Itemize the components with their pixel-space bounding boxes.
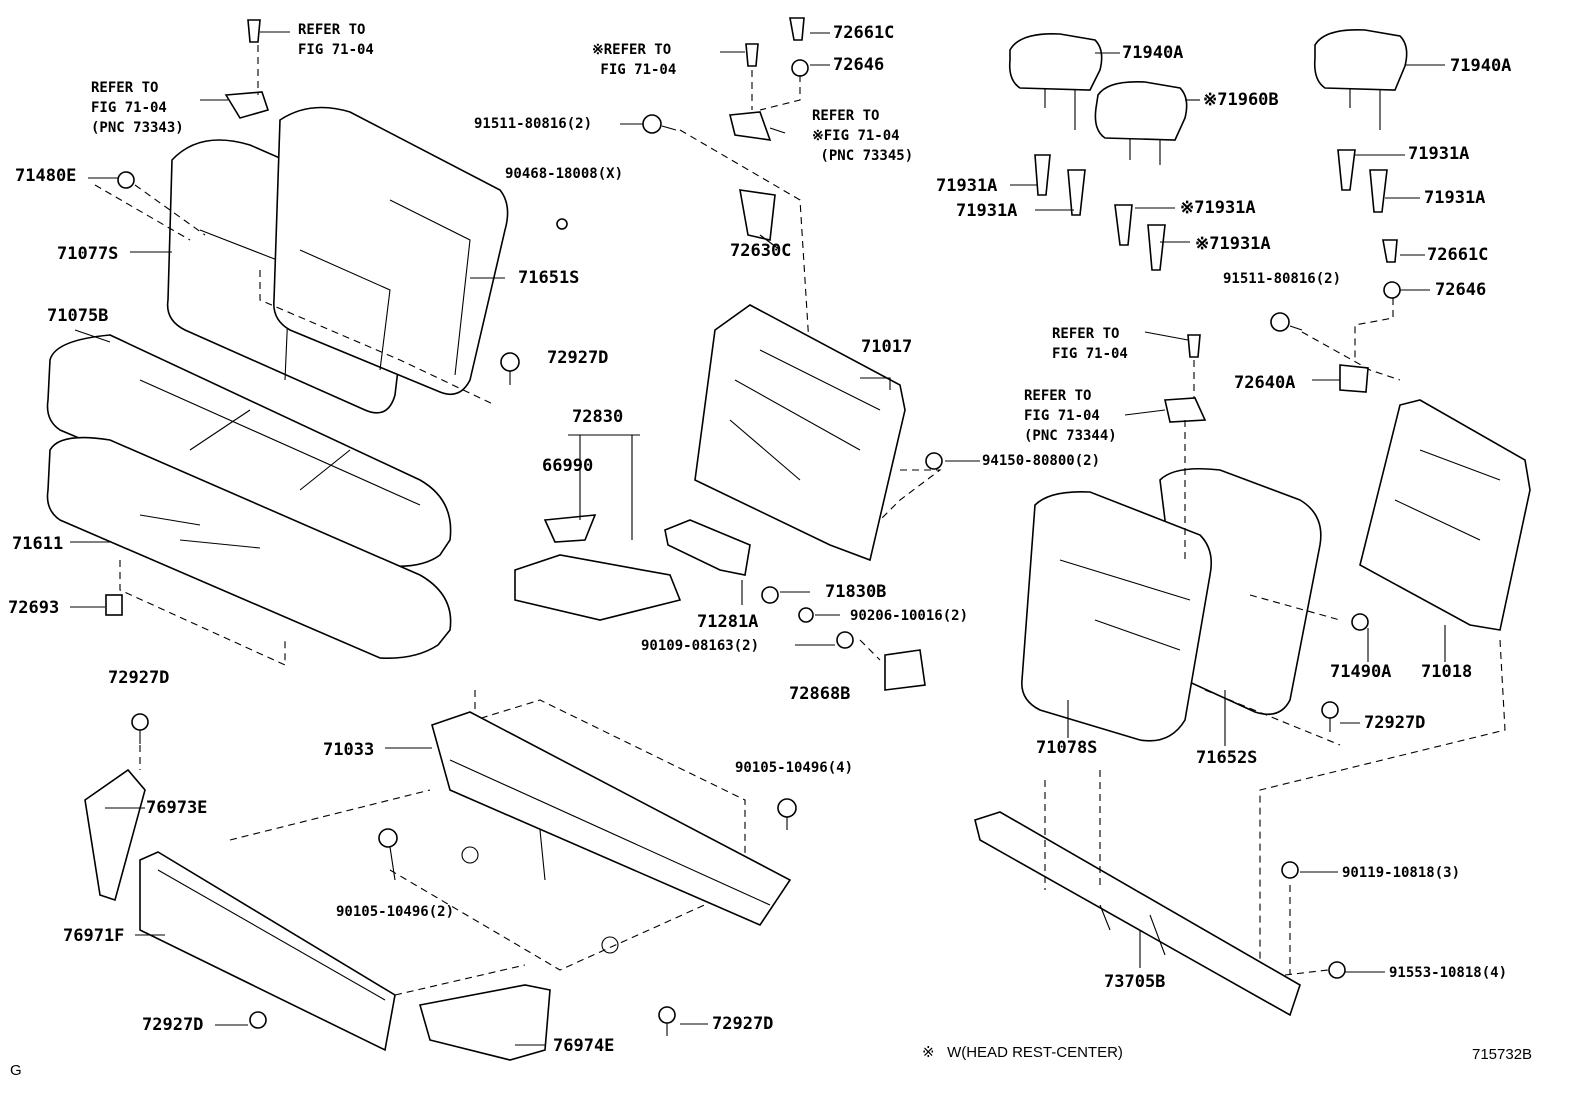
refer-note: REFER TO FIG 71-04 [1052,326,1128,362]
part-label: 71830B [825,582,887,602]
part-label: 76974E [553,1036,615,1056]
bracket-71281a [664,519,751,576]
part-label: ※71931A [1195,234,1271,254]
part-label: 76973E [146,798,208,818]
legend-note: ※ W(HEAD REST-CENTER) [922,1044,1123,1061]
part-label: 71931A [956,201,1018,221]
part-label: 71490A [1330,662,1392,682]
part-label: 71652S [1196,748,1258,768]
part-label: 72927D [712,1014,774,1034]
corner-letter: G [10,1062,22,1079]
figure-code: 715732B [1472,1046,1533,1063]
part-label: 72630C [730,241,792,261]
seatback-frame-71017 [694,304,906,562]
part-label: 76971F [63,926,125,946]
part-label: 71611 [12,534,64,554]
leader-lines [70,31,1446,1046]
part-label: 71017 [861,337,913,357]
part-label: 72640A [1234,373,1296,393]
frame-71033 [431,711,792,954]
refer-note: REFER TO ※FIG 71-04 (PNC 73345) [812,108,914,164]
trim-76974e [418,984,551,1061]
bracket-73705b [974,811,1301,1017]
part-label: 71480E [15,166,77,186]
part-label: 91553-10818(4) [1389,965,1508,981]
part-label: 71281A [697,612,759,632]
refer-note: REFER TO FIG 71-04 (PNC 73343) [91,80,184,136]
part-label: 90105-10496(4) [735,760,854,776]
refer-note: REFER TO FIG 71-04 (PNC 73344) [1024,388,1117,444]
seat-cushion-cover-71075b [46,334,452,568]
refer-note: ※REFER TO FIG 71-04 [592,42,677,78]
part-label: 71651S [518,268,580,288]
part-label: ※71960B [1203,90,1279,110]
headrest-71960b [1094,80,1188,165]
part-label: 90206-10016(2) [850,608,969,624]
part-label: 71940A [1450,56,1512,76]
headrest-71940a-right [1313,28,1408,130]
armrest-72830 [514,514,682,621]
part-label: 72927D [142,1015,204,1035]
part-label: 72868B [789,684,851,704]
part-label: 72927D [1364,713,1426,733]
part-label: 71931A [1424,188,1486,208]
seatback-pad-71651s [273,106,509,396]
part-label: 90119-10818(3) [1342,865,1461,881]
part-label: 72927D [108,668,170,688]
part-label: 71075B [47,306,109,326]
part-label: 91511-80816(2) [1223,271,1342,287]
part-label: 72830 [572,407,624,427]
headrest-71940a-left [1008,33,1103,130]
part-label: 71940A [1122,43,1184,63]
part-label: 90468-18008(X) [505,166,624,182]
part-label: 71077S [57,244,119,264]
part-label: 73705B [1104,972,1166,992]
part-label: 71033 [323,740,375,760]
part-label: 90105-10496(2) [336,904,455,920]
part-label: 71018 [1421,662,1473,682]
part-label: 71931A [936,176,998,196]
part-label: ※71931A [1180,198,1256,218]
part-label: 72646 [1435,280,1487,300]
part-label: 72927D [547,348,609,368]
part-label: 72661C [1427,245,1489,265]
refer-note: REFER TO FIG 71-04 [298,22,374,58]
part-label: 71078S [1036,738,1098,758]
clip-71480e [117,171,135,189]
part-label: 91511-80816(2) [474,116,593,132]
headrest-guides [1034,149,1388,271]
part-label: 94150-80800(2) [982,453,1101,469]
bracket-top-left [224,19,270,119]
hinge-72630c [728,111,776,241]
clip-72693 [105,594,123,616]
seat-cushion-pad-71611 [46,436,452,660]
part-label: 90109-08163(2) [641,638,760,654]
part-label: 72646 [833,55,885,75]
part-label: 71931A [1408,144,1470,164]
trim-76971f [139,851,396,1052]
trim-76973e [84,768,146,902]
seatback-frame-71018 [1359,399,1531,631]
part-label: 72661C [833,23,895,43]
seatback-cover-71078s [1021,490,1213,742]
part-label: 66990 [542,456,594,476]
part-label: 72693 [8,598,60,618]
